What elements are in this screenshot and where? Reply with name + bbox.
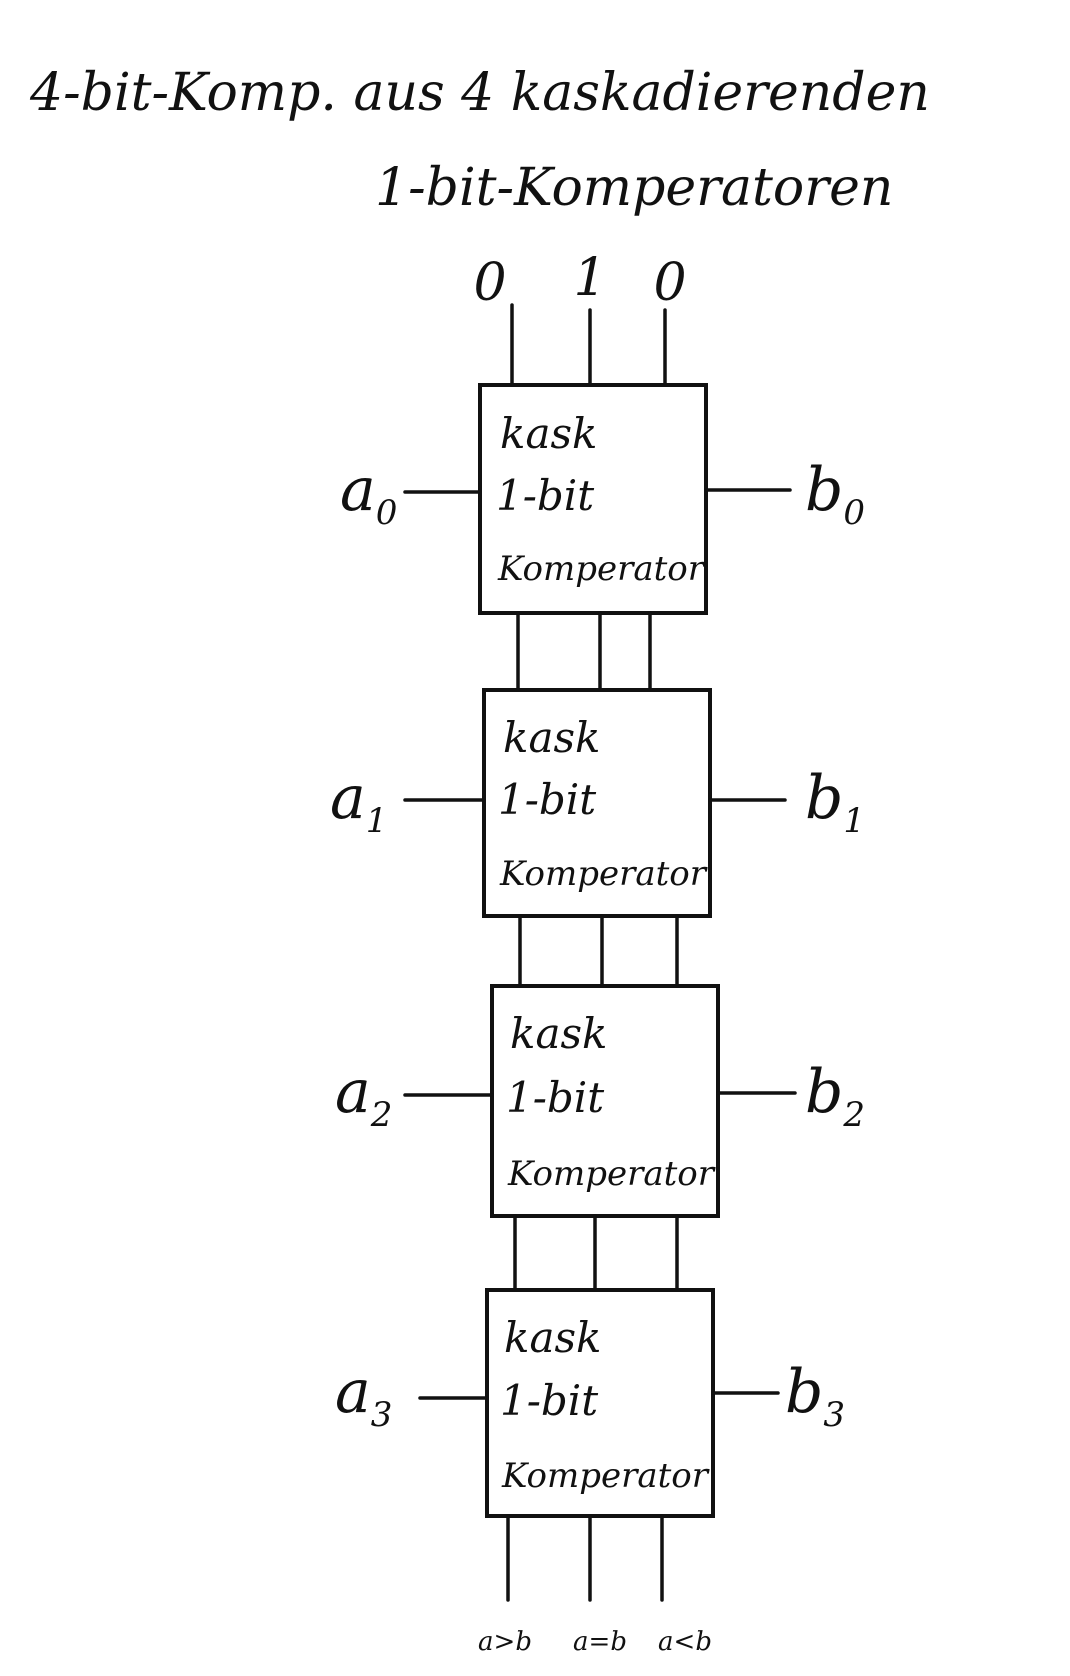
block-label-kask: kask: [510, 1009, 608, 1058]
block-label-1bit: 1-bit: [500, 1376, 598, 1425]
block-frame: [482, 688, 712, 918]
block-label-1bit: 1-bit: [496, 471, 594, 520]
comparator-block-0: kask 1-bit Komperator a0 b0: [340, 383, 865, 615]
input-a3: a3: [335, 1357, 392, 1435]
output-equal: a=b: [573, 1627, 627, 1657]
block-frame: [478, 383, 708, 615]
block-label-1bit: 1-bit: [506, 1073, 604, 1122]
block-frame: [490, 984, 720, 1218]
block-label-komperator: Komperator: [501, 1456, 710, 1496]
comparator-block-2: kask 1-bit Komperator a2 b2: [335, 984, 865, 1218]
input-b2: b2: [805, 1057, 865, 1135]
block-label-kask: kask: [503, 713, 601, 762]
title-line-1: 4-bit-Komp. aus 4 kaskadierenden: [29, 63, 930, 123]
input-b0: b0: [805, 455, 865, 533]
block-label-komperator: Komperator: [497, 549, 706, 589]
block-label-komperator: Komperator: [499, 854, 708, 894]
block-label-kask: kask: [504, 1313, 602, 1362]
cascade-input-lt: 0: [653, 253, 686, 313]
block-label-kask: kask: [500, 409, 598, 458]
comparator-block-3: kask 1-bit Komperator a3 b3: [335, 1288, 845, 1518]
input-b1: b1: [805, 763, 865, 841]
cascade-input-eq: 1: [573, 248, 606, 308]
block-label-1bit: 1-bit: [498, 775, 596, 824]
title-line-2: 1-bit-Komperatoren: [375, 158, 893, 218]
output-greater: a>b: [478, 1627, 532, 1657]
cascade-input-gt: 0: [473, 253, 506, 313]
input-a2: a2: [335, 1057, 392, 1135]
input-a1: a1: [330, 763, 387, 841]
block-label-komperator: Komperator: [507, 1154, 716, 1194]
input-b3: b3: [785, 1357, 845, 1435]
input-a0: a0: [340, 455, 397, 533]
block-frame: [485, 1288, 715, 1518]
output-less: a<b: [658, 1627, 712, 1657]
comparator-block-1: kask 1-bit Komperator a1 b1: [330, 688, 865, 918]
